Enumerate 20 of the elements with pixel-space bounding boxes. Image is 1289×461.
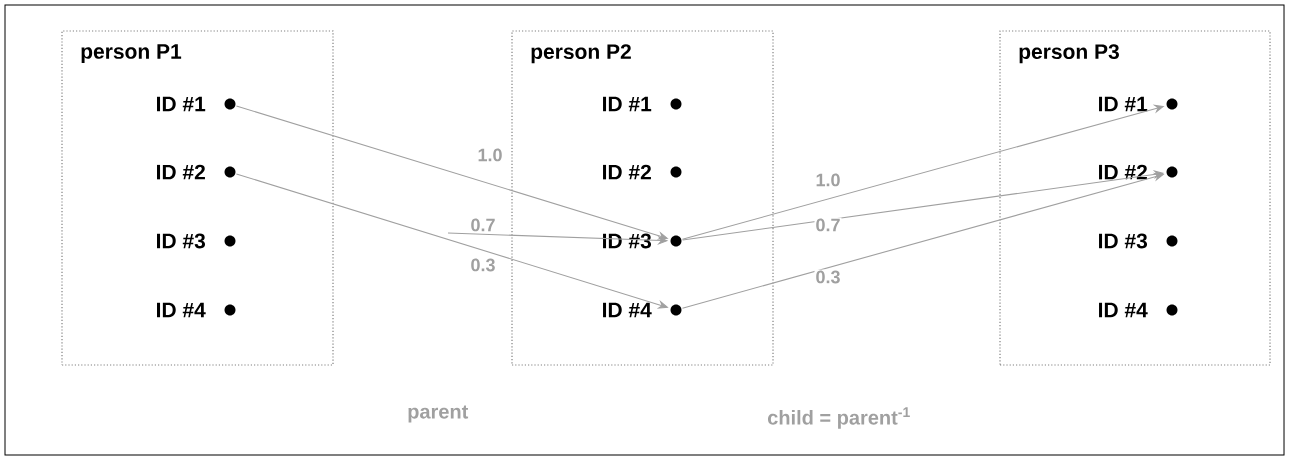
id-label: ID #4 <box>603 302 652 318</box>
edge-label: 1.0 <box>476 147 504 163</box>
id-label: ID #3 <box>1099 233 1148 249</box>
caption-label: parent <box>408 405 469 423</box>
caption-label: child = parent$^{-1}$ <box>768 407 910 429</box>
id-label: ID #2 <box>157 164 205 180</box>
edge-label: 1.0 <box>814 172 842 188</box>
edge-label: 0.3 <box>469 257 497 273</box>
id-label: ID #1 <box>157 96 206 112</box>
id-label: ID #4 <box>1099 302 1148 318</box>
id-label: ID #4 <box>157 302 206 318</box>
id-label: ID #3 <box>603 233 652 249</box>
edge-label: 0.7 <box>814 217 842 233</box>
id-label: ID #1 <box>1099 96 1148 112</box>
id-label: ID #3 <box>157 233 205 249</box>
id-label: ID #2 <box>603 164 651 180</box>
id-label: ID #1 <box>603 96 652 112</box>
edge-label: 0.7 <box>469 217 497 233</box>
id-label: ID #2 <box>1099 164 1147 180</box>
edge-label: 0.3 <box>814 269 842 285</box>
